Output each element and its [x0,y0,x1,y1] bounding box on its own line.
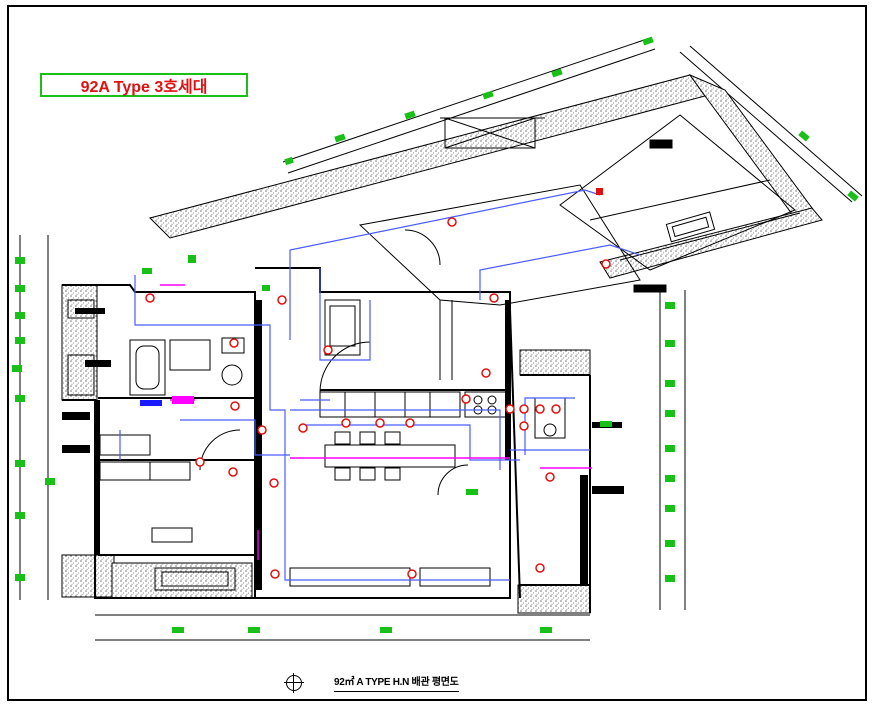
red-box-marker [596,188,603,195]
diagonal-wall-band [149,73,823,279]
section-symbol-icon [284,673,304,693]
dimension-tags-side [12,255,675,633]
type-label: 92A Type 3호세대 [80,79,208,96]
pink-tag [172,396,194,404]
sheet-border [7,5,867,701]
upper-wing [358,114,801,306]
dimension-lines-side [19,235,686,641]
outlet-markers [145,217,611,579]
type-label-box: 92A Type 3호세대 [40,73,248,97]
blue-tag [140,400,162,406]
drawing-caption: 92㎡ A TYPE H.N 배관 평면도 [284,671,526,697]
pipe-runs [119,189,641,581]
dimension-lines-top [282,37,863,203]
dimension-tags-top [284,36,859,202]
caption-text: 92㎡ A TYPE H.N 배관 평면도 [334,673,459,692]
